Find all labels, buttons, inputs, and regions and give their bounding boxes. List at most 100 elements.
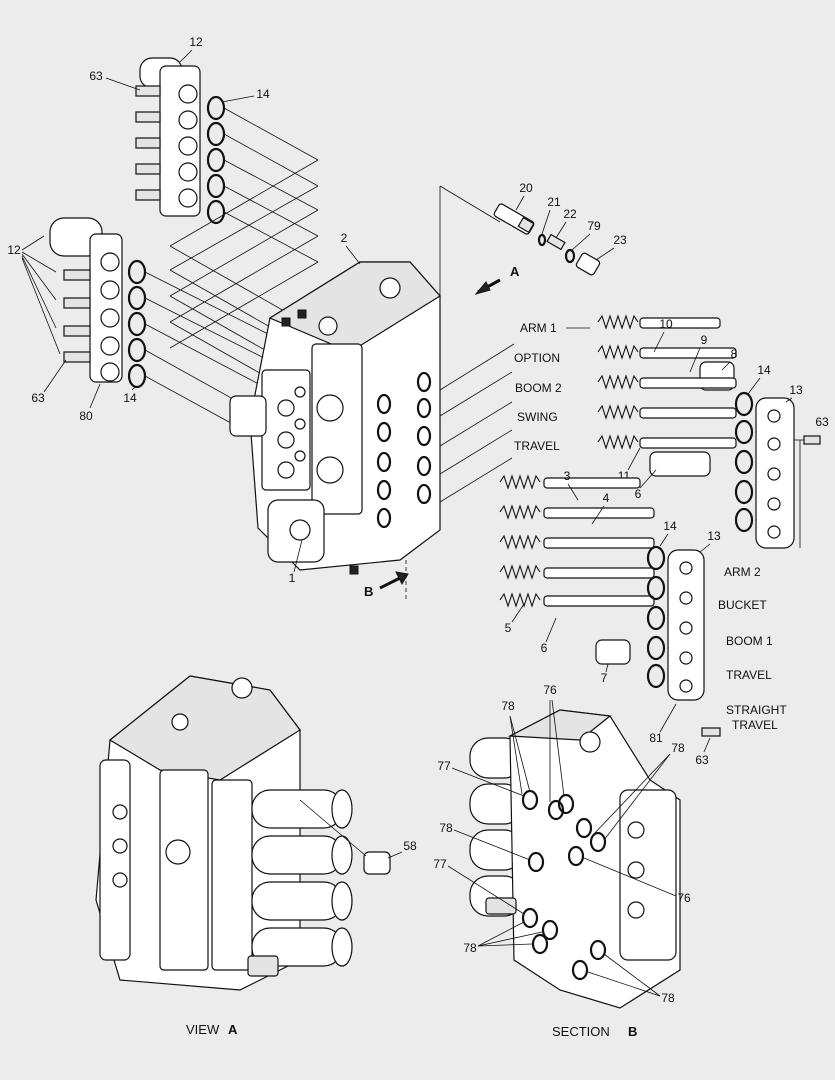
label-travel-upper: TRAVEL (514, 439, 560, 453)
plug-23 (575, 252, 601, 276)
callout-13-r1: 13 (789, 383, 803, 397)
o-rings-left (127, 259, 147, 389)
spool-row-4 (499, 564, 655, 580)
cover-13-upper (755, 397, 795, 549)
section-b-caption-text: SECTION (552, 1024, 610, 1039)
label-swing: SWING (517, 410, 558, 424)
callout-1: 1 (289, 571, 296, 585)
section-b-caption: SECTION B (552, 1024, 637, 1039)
relief-valve-group: 20 21 22 79 23 (439, 181, 627, 370)
upper-spools: 10 9 8 14 13 63 11 6 (597, 314, 829, 549)
spool-row-3 (499, 534, 655, 550)
callout-3: 3 (564, 469, 571, 483)
label-bucket: BUCKET (718, 598, 767, 612)
plug-58 (363, 851, 391, 875)
bolt-63-upper (803, 435, 821, 445)
section-b-arrow: B (364, 560, 409, 600)
callout-78-d: 78 (671, 741, 685, 755)
label-straight: STRAIGHT (726, 703, 787, 717)
bolt-63-lower (701, 727, 721, 737)
top-solenoid-assembly: 12 63 14 (89, 35, 319, 397)
label-boom-2: BOOM 2 (515, 381, 562, 395)
section-b-letter: B (364, 584, 373, 599)
callout-5: 5 (505, 621, 512, 635)
callout-78-c: 78 (463, 941, 477, 955)
left-solenoid-assembly: 12 63 80 14 (7, 217, 281, 429)
spool-row-5 (499, 592, 655, 665)
o-rings-top (206, 95, 226, 225)
ring-21 (537, 233, 547, 247)
callout-7: 7 (601, 671, 608, 685)
callout-12-top: 12 (189, 35, 203, 49)
main-valve-body: 2 1 (229, 231, 441, 585)
callout-4: 4 (603, 491, 610, 505)
o-rings-right-lower (646, 545, 666, 689)
callout-78-b: 78 (439, 821, 453, 835)
callout-6-upper: 6 (635, 487, 642, 501)
o-rings-right-upper (734, 391, 754, 533)
callout-76-b: 76 (677, 891, 691, 905)
callout-78-e: 78 (661, 991, 675, 1005)
section-b-ports (521, 789, 607, 981)
lower-spools: 3 4 5 6 7 14 13 81 63 (499, 469, 721, 767)
callout-22: 22 (563, 207, 577, 221)
spool-bores-upper (376, 371, 432, 529)
view-a-caption: VIEW A (186, 1022, 238, 1037)
lower-spool-labels: ARM 2 BUCKET BOOM 1 TRAVEL STRAIGHT TRAV… (718, 565, 787, 732)
callout-14-r1: 14 (757, 363, 771, 377)
spool-arm-1 (597, 314, 721, 330)
view-a-arrow: A (474, 264, 520, 295)
callout-76-a: 76 (543, 683, 557, 697)
callout-63-r2: 63 (695, 753, 709, 767)
callout-6-lower: 6 (541, 641, 548, 655)
label-boom-1: BOOM 1 (726, 634, 773, 648)
spool-boom-2 (597, 374, 737, 390)
callout-63-left: 63 (31, 391, 45, 405)
view-a-letter: A (510, 264, 520, 279)
callout-77-a: 77 (437, 759, 451, 773)
relief-valve-part-20 (493, 203, 535, 235)
callout-8: 8 (731, 347, 738, 361)
solenoid-stack-left (63, 233, 123, 383)
callout-81: 81 (649, 731, 663, 745)
part-22 (546, 233, 566, 251)
ring-79 (564, 248, 576, 264)
callout-58: 58 (403, 839, 417, 853)
callout-14-left: 14 (123, 391, 137, 405)
view-a-drawing: 58 (95, 675, 417, 991)
spool-row-2 (499, 504, 655, 520)
callout-80: 80 (79, 409, 93, 423)
label-arm-2: ARM 2 (724, 565, 761, 579)
section-b-drawing: 78 76 77 78 77 78 78 76 78 (433, 683, 691, 1009)
callout-63-r1: 63 (815, 415, 829, 429)
callout-77-b: 77 (433, 857, 447, 871)
callout-21: 21 (547, 195, 561, 209)
spool-swing (597, 404, 737, 420)
callout-78-a: 78 (501, 699, 515, 713)
callout-63-top: 63 (89, 69, 103, 83)
callout-20: 20 (519, 181, 533, 195)
callout-14-r2: 14 (663, 519, 677, 533)
cover-13-lower (667, 549, 705, 701)
label-arm-1: ARM 1 (520, 321, 557, 335)
label-travel-lower: TRAVEL (726, 668, 772, 682)
callout-23: 23 (613, 233, 627, 247)
plug-7 (595, 639, 631, 665)
spool-travel-upper (597, 434, 737, 477)
section-b-caption-letter: B (628, 1024, 637, 1039)
callout-79: 79 (587, 219, 601, 233)
callout-10: 10 (659, 317, 673, 331)
label-straight-travel: TRAVEL (732, 718, 778, 732)
callout-13-r2: 13 (707, 529, 721, 543)
upper-spool-labels: ARM 1 OPTION BOOM 2 SWING TRAVEL (439, 321, 590, 503)
label-option: OPTION (514, 351, 560, 365)
solenoid-stack (135, 65, 201, 217)
assembly-lines-top (169, 107, 319, 397)
view-a-caption-text: VIEW (186, 1022, 220, 1037)
callout-2: 2 (341, 231, 348, 245)
spool-row-1 (499, 474, 641, 490)
callout-12-left: 12 (7, 243, 21, 257)
callout-14-top: 14 (256, 87, 270, 101)
view-a-caption-letter: A (228, 1022, 238, 1037)
